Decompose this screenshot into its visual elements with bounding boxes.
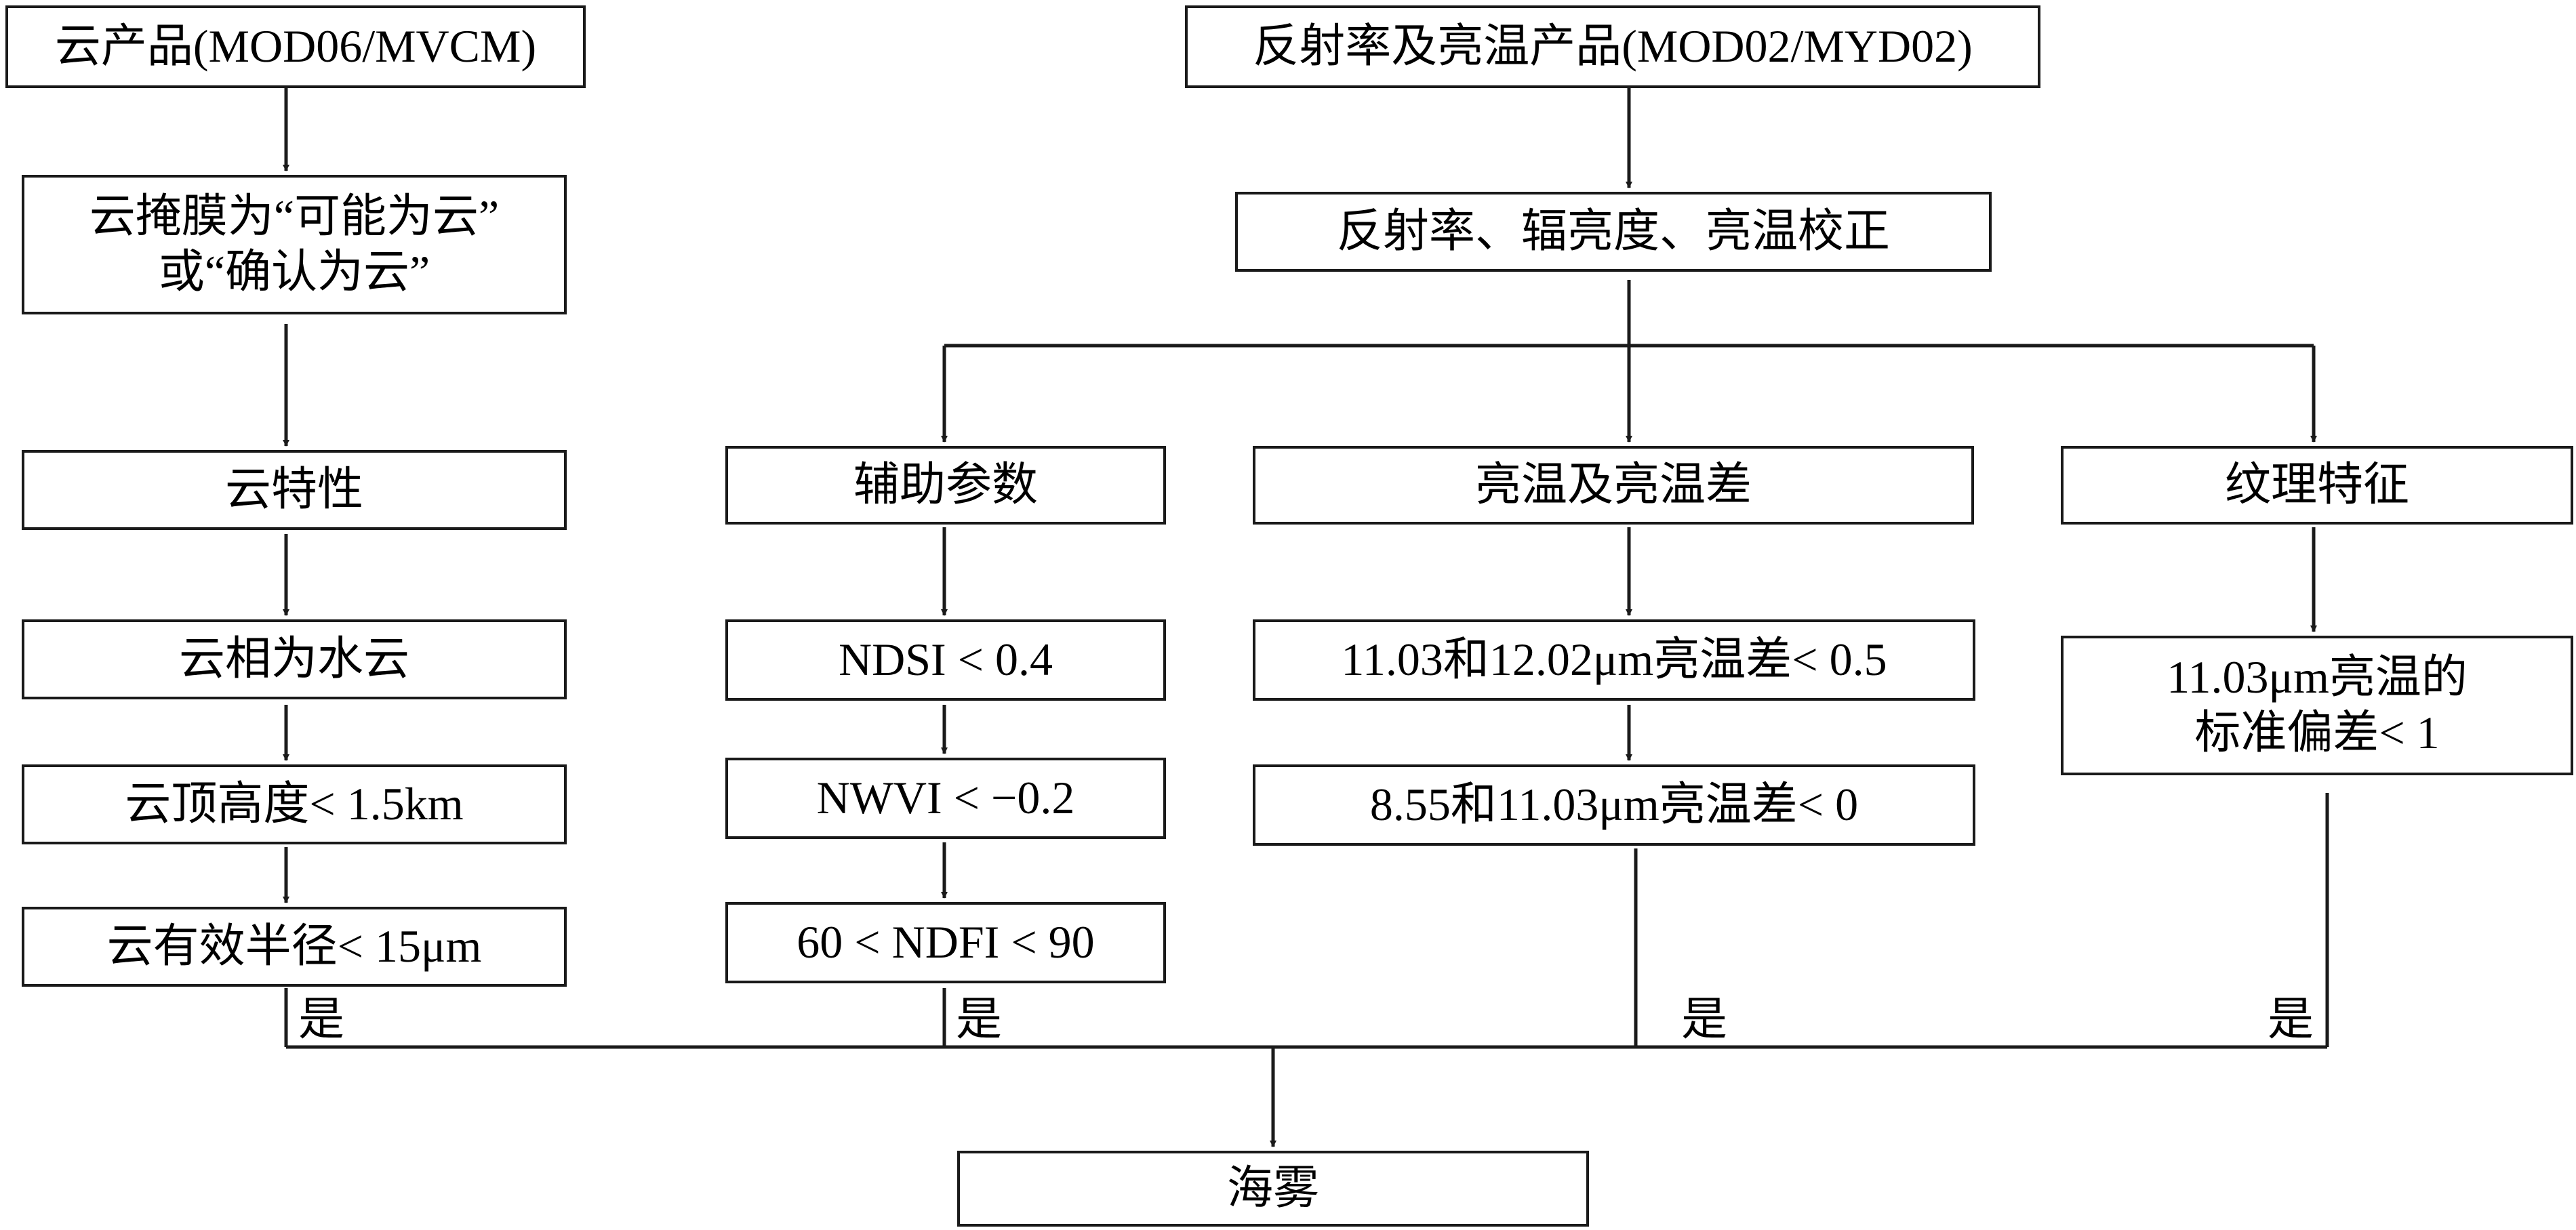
ndfi-label: 60 < NDFI < 90 — [797, 916, 1095, 968]
cloud-mask-line2: 或“确认为云” — [158, 246, 430, 298]
ndsi-label: NDSI < 0.4 — [838, 634, 1053, 686]
yes-label-texture: 是 — [2268, 993, 2314, 1045]
bt-std-line2: 标准偏差< 1 — [2194, 707, 2440, 758]
texture-box: 纹理特征 — [2061, 446, 2573, 525]
bt-and-btd-box: 亮温及亮温差 — [1253, 446, 1974, 525]
reflectance-product-box: 反射率及亮温产品(MOD02/MYD02) — [1185, 5, 2040, 88]
ndsi-box: NDSI < 0.4 — [725, 619, 1166, 701]
bt-std-box: 11.03μm亮温的 标准偏差< 1 — [2061, 636, 2573, 775]
bt-std-line1: 11.03μm亮温的 — [2167, 651, 2468, 703]
btd-8-11-box: 8.55和11.03μm亮温差< 0 — [1253, 764, 1975, 846]
cloud-mask-box: 云掩膜为“可能为云” 或“确认为云” — [22, 175, 567, 314]
yes-label-auxiliary: 是 — [956, 993, 1003, 1045]
sea-fog-label: 海雾 — [1226, 1162, 1319, 1214]
yes-label-bt: 是 — [1681, 993, 1728, 1045]
cloud-phase-box: 云相为水云 — [22, 619, 567, 699]
cloud-top-height-label: 云顶高度< 1.5km — [125, 778, 464, 830]
cloud-effective-radius-box: 云有效半径< 15μm — [22, 907, 567, 987]
cloud-top-height-box: 云顶高度< 1.5km — [22, 764, 567, 844]
auxiliary-params-label: 辅助参数 — [853, 459, 1038, 511]
cloud-effective-radius-label: 云有效半径< 15μm — [106, 920, 482, 972]
cloud-properties-box: 云特性 — [22, 450, 567, 530]
nwvi-box: NWVI < −0.2 — [725, 758, 1166, 839]
cloud-mask-line1: 云掩膜为“可能为云” — [89, 190, 500, 243]
btd-8-11-label: 8.55和11.03μm亮温差< 0 — [1369, 779, 1859, 831]
bt-and-btd-label: 亮温及亮温差 — [1474, 459, 1752, 511]
cloud-product-label: 云产品(MOD06/MVCM) — [54, 20, 537, 73]
cloud-phase-label: 云相为水云 — [178, 633, 409, 685]
cloud-product-box: 云产品(MOD06/MVCM) — [5, 5, 586, 88]
cloud-properties-label: 云特性 — [224, 464, 363, 516]
reflectance-product-label: 反射率及亮温产品(MOD02/MYD02) — [1253, 20, 1973, 73]
btd-11-12-box: 11.03和12.02μm亮温差< 0.5 — [1253, 619, 1975, 701]
ndfi-box: 60 < NDFI < 90 — [725, 902, 1166, 983]
calibration-label: 反射率、辐亮度、亮温校正 — [1336, 205, 1890, 258]
auxiliary-params-box: 辅助参数 — [725, 446, 1166, 525]
sea-fog-box: 海雾 — [957, 1151, 1589, 1227]
btd-11-12-label: 11.03和12.02μm亮温差< 0.5 — [1341, 634, 1887, 686]
texture-label: 纹理特征 — [2224, 459, 2409, 511]
nwvi-label: NWVI < −0.2 — [816, 772, 1075, 824]
yes-label-cloud: 是 — [298, 993, 345, 1045]
calibration-box: 反射率、辐亮度、亮温校正 — [1235, 192, 1992, 272]
